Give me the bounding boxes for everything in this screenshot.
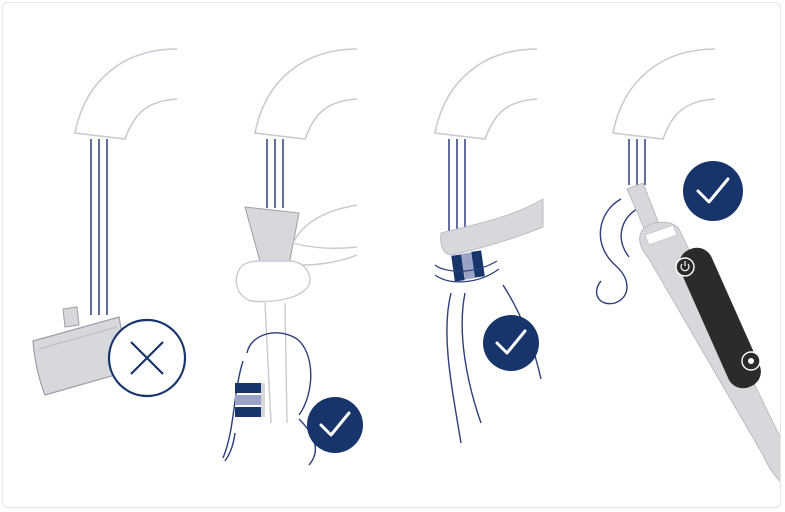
bristles-2 [235,383,265,417]
water-stream-3 [449,139,465,241]
checkmark-icon [483,315,539,371]
panel-2-correct [223,49,363,465]
water-swirl-4 [597,199,637,304]
faucet-4 [613,49,715,139]
water-stream-1 [91,139,107,315]
faucet-1 [75,49,177,139]
checkmark-icon [683,161,743,221]
panel-4-correct [597,49,781,483]
water-stream-2 [267,139,283,208]
toothbrush-handle [627,183,781,483]
cross-icon [109,320,185,396]
brush-handle-horizontal [441,199,543,255]
faucet-3 [435,49,537,139]
power-button-icon [676,258,694,276]
bristles-3 [435,250,499,281]
rinse-instructions-diagram [3,3,781,508]
faucet-2 [255,49,357,139]
mode-button-icon [742,352,760,370]
checkmark-icon [307,397,363,453]
panel-3-correct [435,49,543,443]
panel-1-incorrect [33,49,185,396]
water-stream-4 [629,139,645,185]
